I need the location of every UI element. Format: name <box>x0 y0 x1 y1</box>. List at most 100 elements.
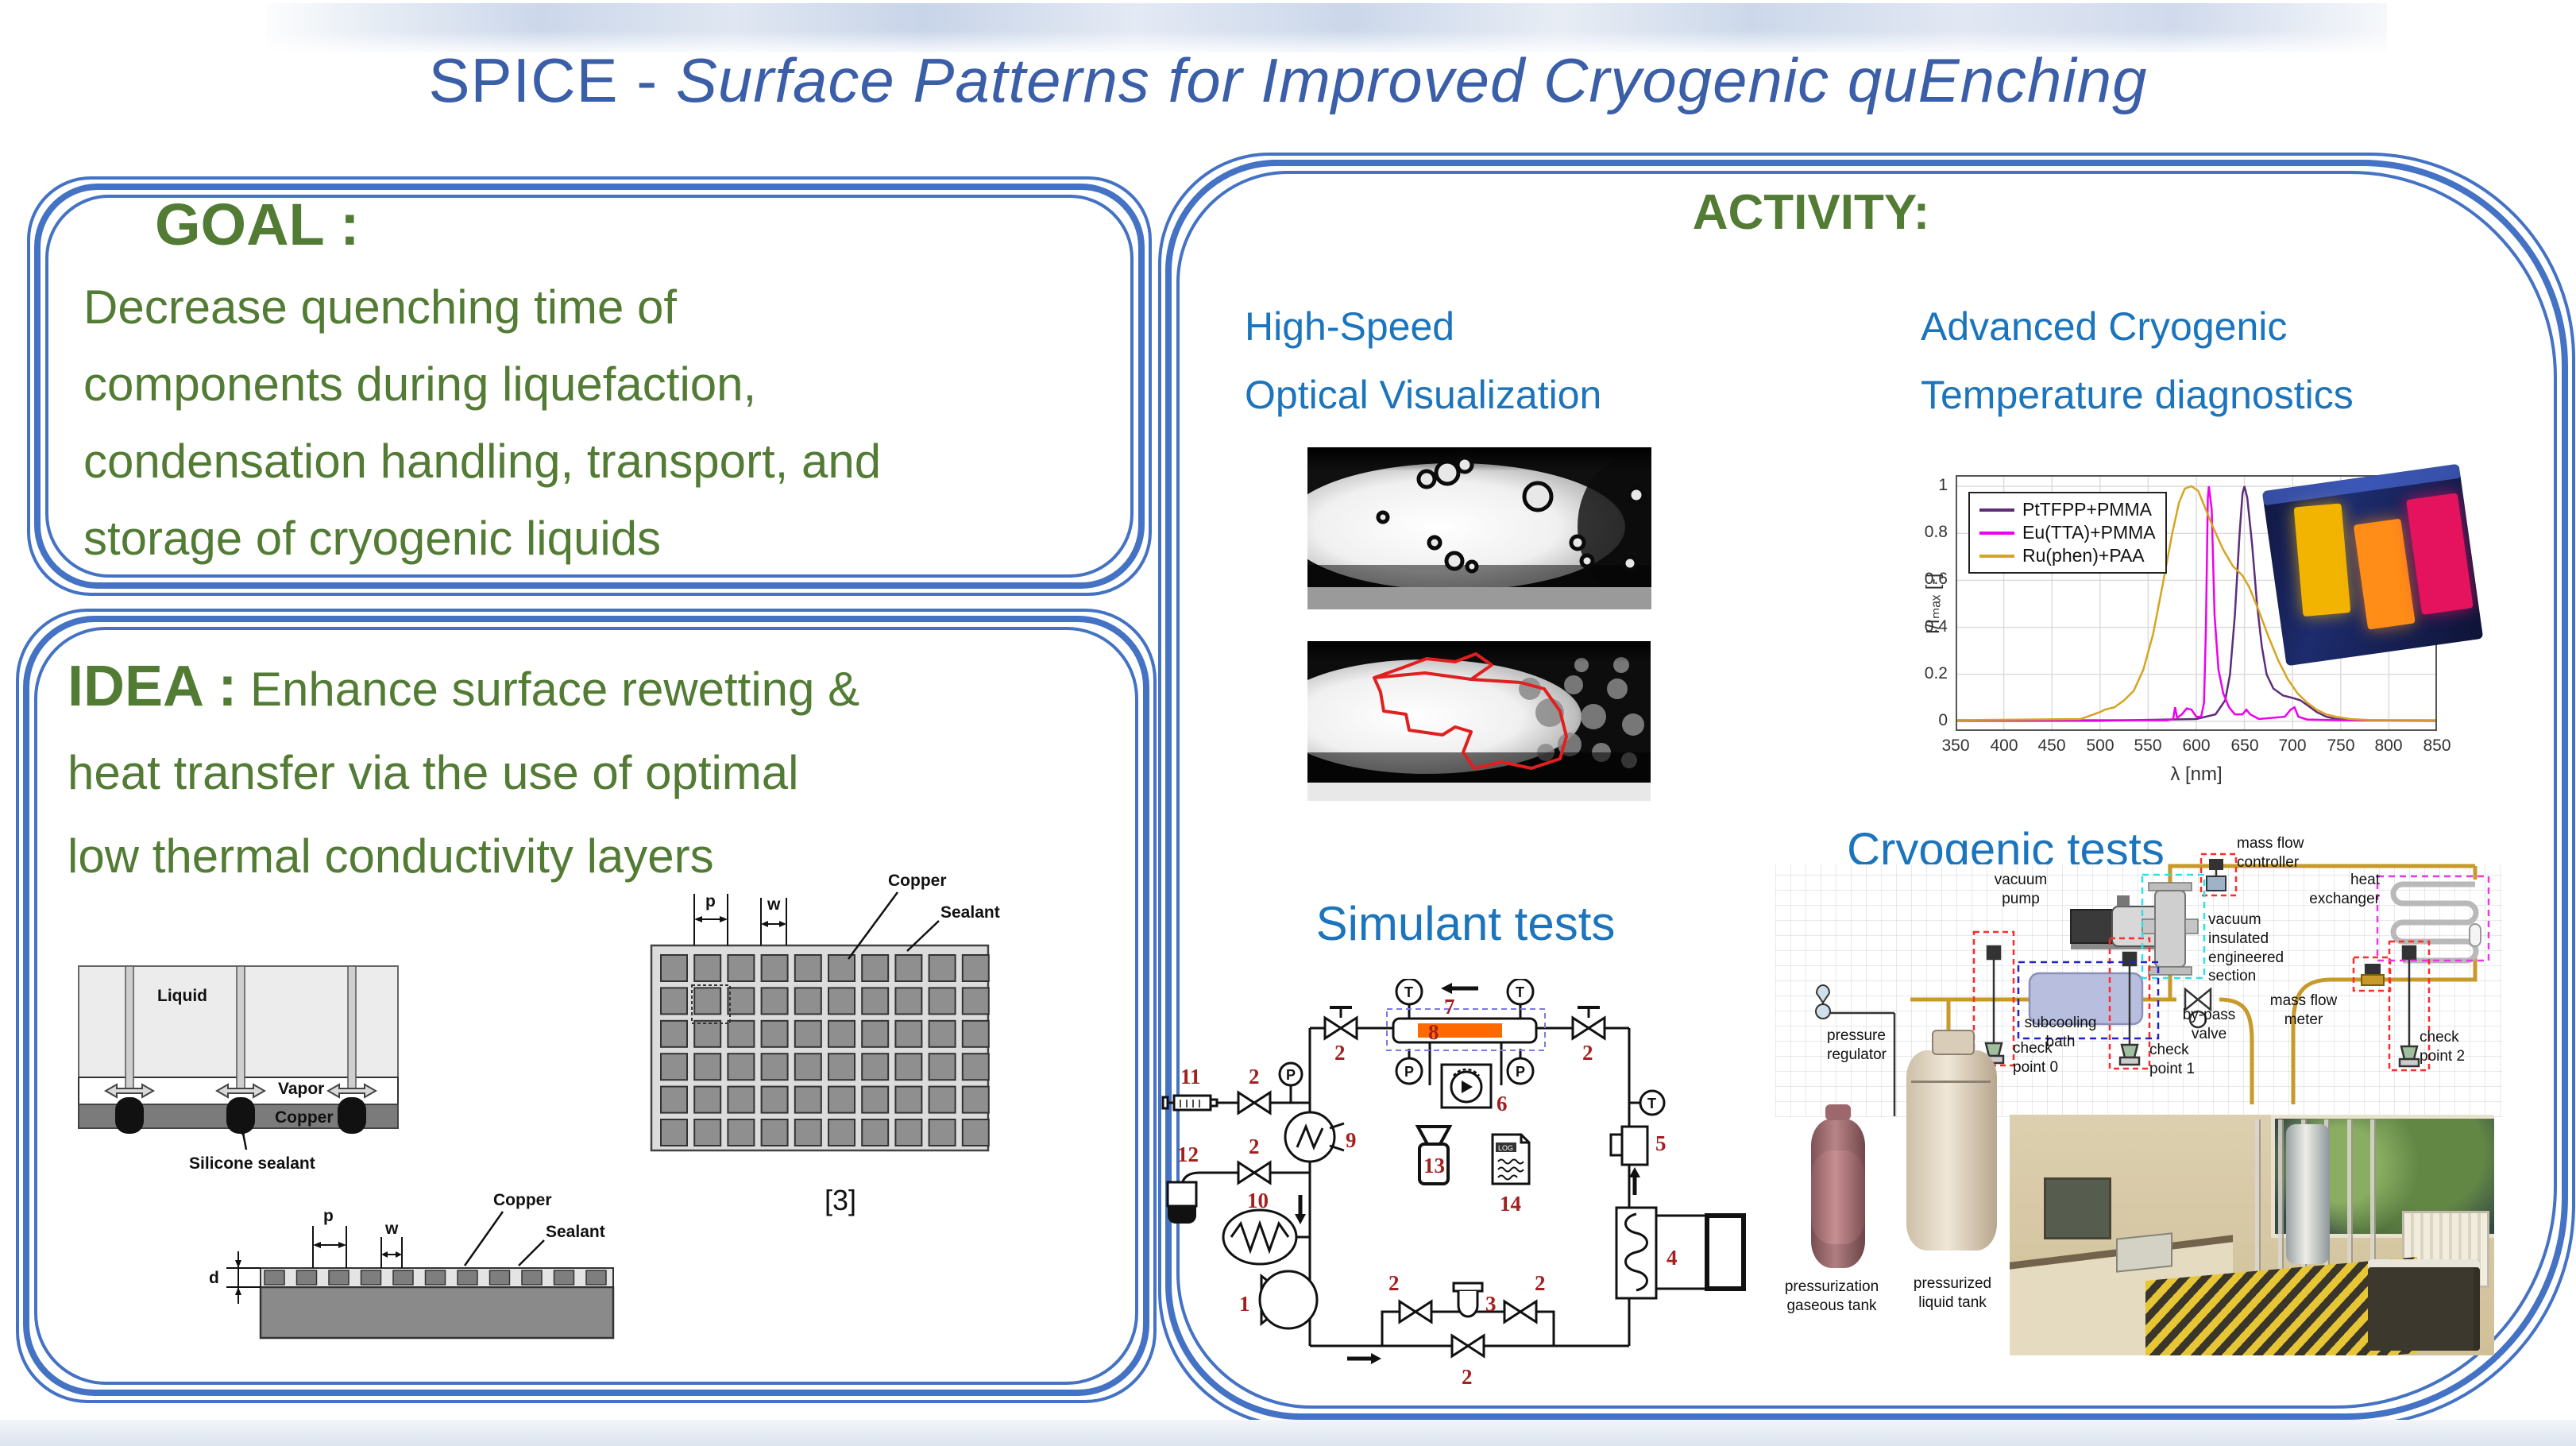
test-section-outline <box>1386 1008 1546 1051</box>
svg-text:1: 1 <box>1239 1292 1250 1316</box>
legend-swatch <box>1979 531 2014 535</box>
pattern-grid-diagram: p w Copper Sealant [3] <box>650 872 1000 1216</box>
svg-text:8: 8 <box>1428 1020 1439 1044</box>
svg-text:7: 7 <box>1444 995 1455 1019</box>
svg-text:2: 2 <box>1462 1365 1473 1389</box>
gauge-P-left: P <box>1286 1067 1296 1083</box>
valves <box>1237 1006 1606 1358</box>
y-tick-label: 0.6 <box>1924 570 1948 588</box>
unit-cell-outline <box>691 984 731 1024</box>
label-check-point-1: check point 1 <box>2149 1042 2196 1077</box>
diagnostics-heading: Advanced Cryogenic Temperature diagnosti… <box>1921 304 2354 417</box>
datalog-14: LOG <box>1491 1133 1531 1185</box>
idea-line: heat transfer via the use of optimal <box>68 746 799 799</box>
check-point-sensors <box>1983 945 2420 1068</box>
x-tick-label: 350 <box>1941 737 1970 755</box>
photo-tint <box>2010 1115 2494 1355</box>
pressure-regulator-icon <box>1815 984 1831 1019</box>
top-decorative-bar <box>266 3 2387 52</box>
x-tick-label: 600 <box>2182 737 2211 755</box>
legend-label: Eu(TTA)+PMMA <box>2022 522 2156 543</box>
y-tick-label: 1 <box>1938 476 1948 494</box>
copper-slab <box>259 1286 615 1340</box>
mass-flow-meter-icon <box>2361 964 2385 986</box>
x-tick-label: 400 <box>1990 737 2018 755</box>
heated-sample <box>1418 1023 1502 1038</box>
component-numbers: 7 8 6 2 2 11 2 12 2 10 1 9 13 14 5 4 2 2… <box>1177 995 1678 1389</box>
simulant-schematic: T T P P P T <box>1161 979 1746 1389</box>
flow-image-1 <box>1307 447 1651 609</box>
bubbles <box>1376 455 1646 574</box>
svg-text:5: 5 <box>1655 1131 1666 1155</box>
x-tick-label: 500 <box>2086 737 2114 755</box>
label-bypass-valve: by-pass valve <box>2182 1007 2236 1042</box>
heat-exchanger-9 <box>1284 1111 1345 1163</box>
x-tick-label: 550 <box>2134 737 2162 755</box>
label-liquid-tank: pressurized liquid tank <box>1913 1275 1992 1311</box>
svg-text:14: 14 <box>1500 1192 1521 1216</box>
y-tick-label: 0.8 <box>1924 523 1948 541</box>
flow-image-2 <box>1307 641 1651 801</box>
idea-line: IDEA : Enhance surface rewetting & <box>68 655 860 718</box>
svg-text:9: 9 <box>1346 1128 1357 1152</box>
sealant-leader <box>906 920 940 952</box>
gauge-P1: P <box>1404 1064 1414 1080</box>
service-lines <box>1821 993 1950 1116</box>
legend-item: Eu(TTA)+PMMA <box>1979 521 2156 544</box>
svg-text:6: 6 <box>1497 1092 1508 1115</box>
bottle-12 <box>1166 1171 1200 1224</box>
optical-heading: High-Speed Optical Visualization <box>1245 304 1602 417</box>
svg-text:4: 4 <box>1666 1246 1678 1270</box>
copper-label: Copper <box>493 1191 552 1209</box>
reference-3: [3] <box>825 1184 856 1216</box>
log-tab: LOG <box>1498 1144 1513 1152</box>
label-vacuum-insulated-section: vacuum insulated engineered section <box>2208 911 2284 985</box>
svg-text:12: 12 <box>1177 1142 1199 1166</box>
legend-label: PtTFPP+PMMA <box>2022 499 2152 520</box>
x-axis-label: λ [nm] <box>2170 764 2223 785</box>
svg-text:2: 2 <box>1388 1271 1400 1295</box>
goal-line: components during liquefaction, <box>83 358 757 411</box>
goal-line: storage of cryogenic liquids <box>83 512 662 565</box>
x-tick-label: 750 <box>2327 737 2355 755</box>
copper-leader <box>463 1211 504 1266</box>
orange-sample <box>2353 518 2416 630</box>
idea-box <box>16 609 1157 1403</box>
x-tick-label: 700 <box>2278 737 2307 755</box>
dimension-arrowheads <box>235 1242 402 1295</box>
copper-label: Copper <box>275 1108 334 1127</box>
flow-arrows <box>1295 983 1640 1364</box>
recirculator <box>1440 1063 1493 1109</box>
svg-text:10: 10 <box>1247 1189 1269 1212</box>
dimension-arrowheads <box>694 916 786 927</box>
svg-text:2: 2 <box>1535 1271 1546 1295</box>
sealant-label: Sealant <box>546 1223 605 1241</box>
idea-line: low thermal conductivity layers <box>68 829 714 883</box>
x-tick-label: 850 <box>2423 737 2451 755</box>
pressurization-gaseous-tank <box>1811 1104 1865 1268</box>
cryo-schematic <box>1815 853 2490 1116</box>
copper-label: Copper <box>888 872 947 890</box>
svg-text:2: 2 <box>1334 1041 1346 1065</box>
slide-title-italic: Surface Patterns for Improved Cryogenic … <box>675 45 2148 115</box>
legend-item: PtTFPP+PMMA <box>1979 498 2156 521</box>
liquid-label: Liquid <box>157 987 207 1005</box>
caption-arrowhead <box>238 1127 246 1137</box>
label-gaseous-tank: pressurization gaseous tank <box>1784 1278 1879 1314</box>
yellow-sample <box>2293 503 2350 617</box>
slide-title: SPICE - Surface Patterns for Improved Cr… <box>0 44 2576 117</box>
y-tick-label: 0.4 <box>1924 617 1948 636</box>
goal-text: Decrease quenching time of components du… <box>83 269 881 577</box>
w-label: w <box>384 1220 399 1238</box>
mass-flow-controller-icon <box>2206 859 2226 891</box>
x-tick-label: 650 <box>2230 737 2259 755</box>
label-check-point-0: check point 0 <box>2013 1040 2059 1076</box>
p-label: p <box>705 892 716 911</box>
gauge-T1: T <box>1404 984 1413 1000</box>
subcooling-bath-icon <box>2028 972 2144 1026</box>
sight-glass <box>2469 923 2481 947</box>
p-label: p <box>323 1207 334 1225</box>
goal-heading: GOAL : <box>155 191 360 257</box>
label-check-point-2: check point 2 <box>2420 1029 2466 1065</box>
